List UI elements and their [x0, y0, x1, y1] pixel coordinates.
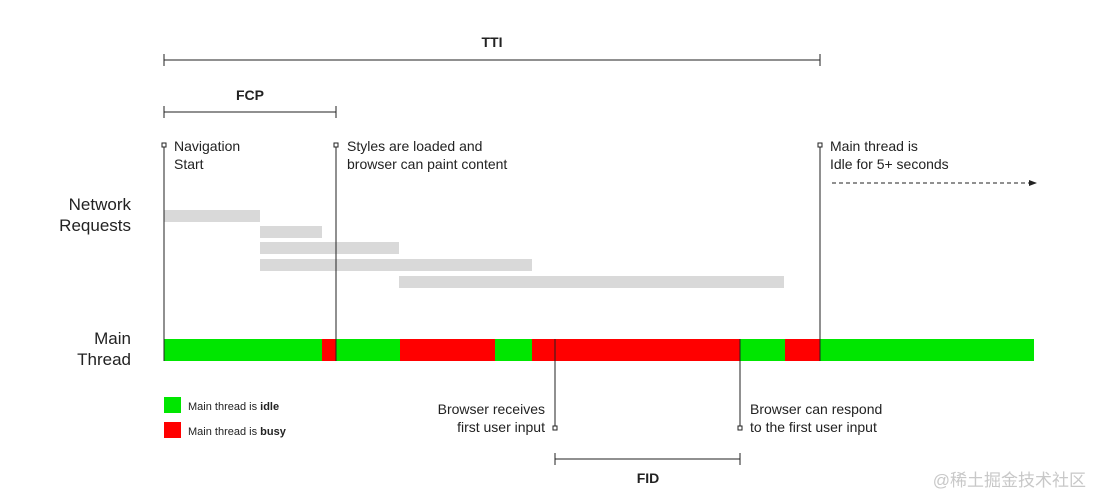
idle-segment — [495, 339, 532, 361]
main-thread-row-label: Main Thread — [77, 329, 131, 369]
svg-text:first user input: first user input — [457, 419, 545, 435]
styles-loaded-marker: Styles are loaded and browser can paint … — [333, 138, 507, 361]
svg-text:Main: Main — [94, 329, 131, 348]
svg-text:Requests: Requests — [59, 216, 131, 235]
request-bar — [164, 210, 260, 222]
svg-text:Browser receives: Browser receives — [438, 401, 545, 417]
main-thread-idle-marker: Main thread is Idle for 5+ seconds — [817, 138, 1037, 361]
can-respond-marker: Browser can respond to the first user in… — [737, 339, 882, 435]
busy-segment — [785, 339, 820, 361]
request-bar — [260, 259, 532, 271]
idle-segment — [820, 339, 1034, 361]
legend-busy-label: Main thread is busy — [188, 426, 287, 438]
fid-label: FID — [637, 470, 660, 486]
idle-segment — [336, 339, 400, 361]
request-bar — [260, 242, 399, 254]
svg-text:Network: Network — [69, 195, 132, 214]
svg-text:Idle for 5+ seconds: Idle for 5+ seconds — [830, 156, 949, 172]
legend-idle-label: Main thread is idle — [188, 401, 279, 413]
first-input-marker: Browser receives first user input — [438, 339, 558, 435]
svg-text:Main thread is: Main thread is — [830, 138, 918, 154]
legend-busy-swatch — [164, 422, 181, 438]
svg-text:Navigation: Navigation — [174, 138, 240, 154]
request-bar — [260, 226, 322, 238]
busy-segment — [322, 339, 336, 361]
network-requests-row-label: Network Requests — [59, 195, 131, 235]
svg-text:Thread: Thread — [77, 350, 131, 369]
svg-text:Start: Start — [174, 156, 204, 172]
tti-label: TTI — [482, 34, 503, 50]
svg-text:Styles are loaded and: Styles are loaded and — [347, 138, 482, 154]
main-thread-bar — [164, 339, 1034, 361]
legend: Main thread is idle Main thread is busy — [164, 397, 287, 438]
idle-segment — [740, 339, 785, 361]
legend-idle-swatch — [164, 397, 181, 413]
idle-segment — [164, 339, 322, 361]
network-requests — [164, 210, 784, 288]
request-bar — [399, 276, 784, 288]
tti-span: TTI — [163, 34, 821, 66]
fcp-span: FCP — [163, 87, 337, 118]
navigation-start-marker: Navigation Start — [161, 138, 240, 361]
watermark: @稀土掘金技术社区 — [933, 471, 1086, 490]
fid-span: FID — [554, 453, 741, 486]
svg-text:Browser can respond: Browser can respond — [750, 401, 882, 417]
svg-text:to the first user input: to the first user input — [750, 419, 877, 435]
busy-segment — [532, 339, 740, 361]
svg-text:browser can paint content: browser can paint content — [347, 156, 507, 172]
busy-segment — [400, 339, 495, 361]
fcp-label: FCP — [236, 87, 264, 103]
